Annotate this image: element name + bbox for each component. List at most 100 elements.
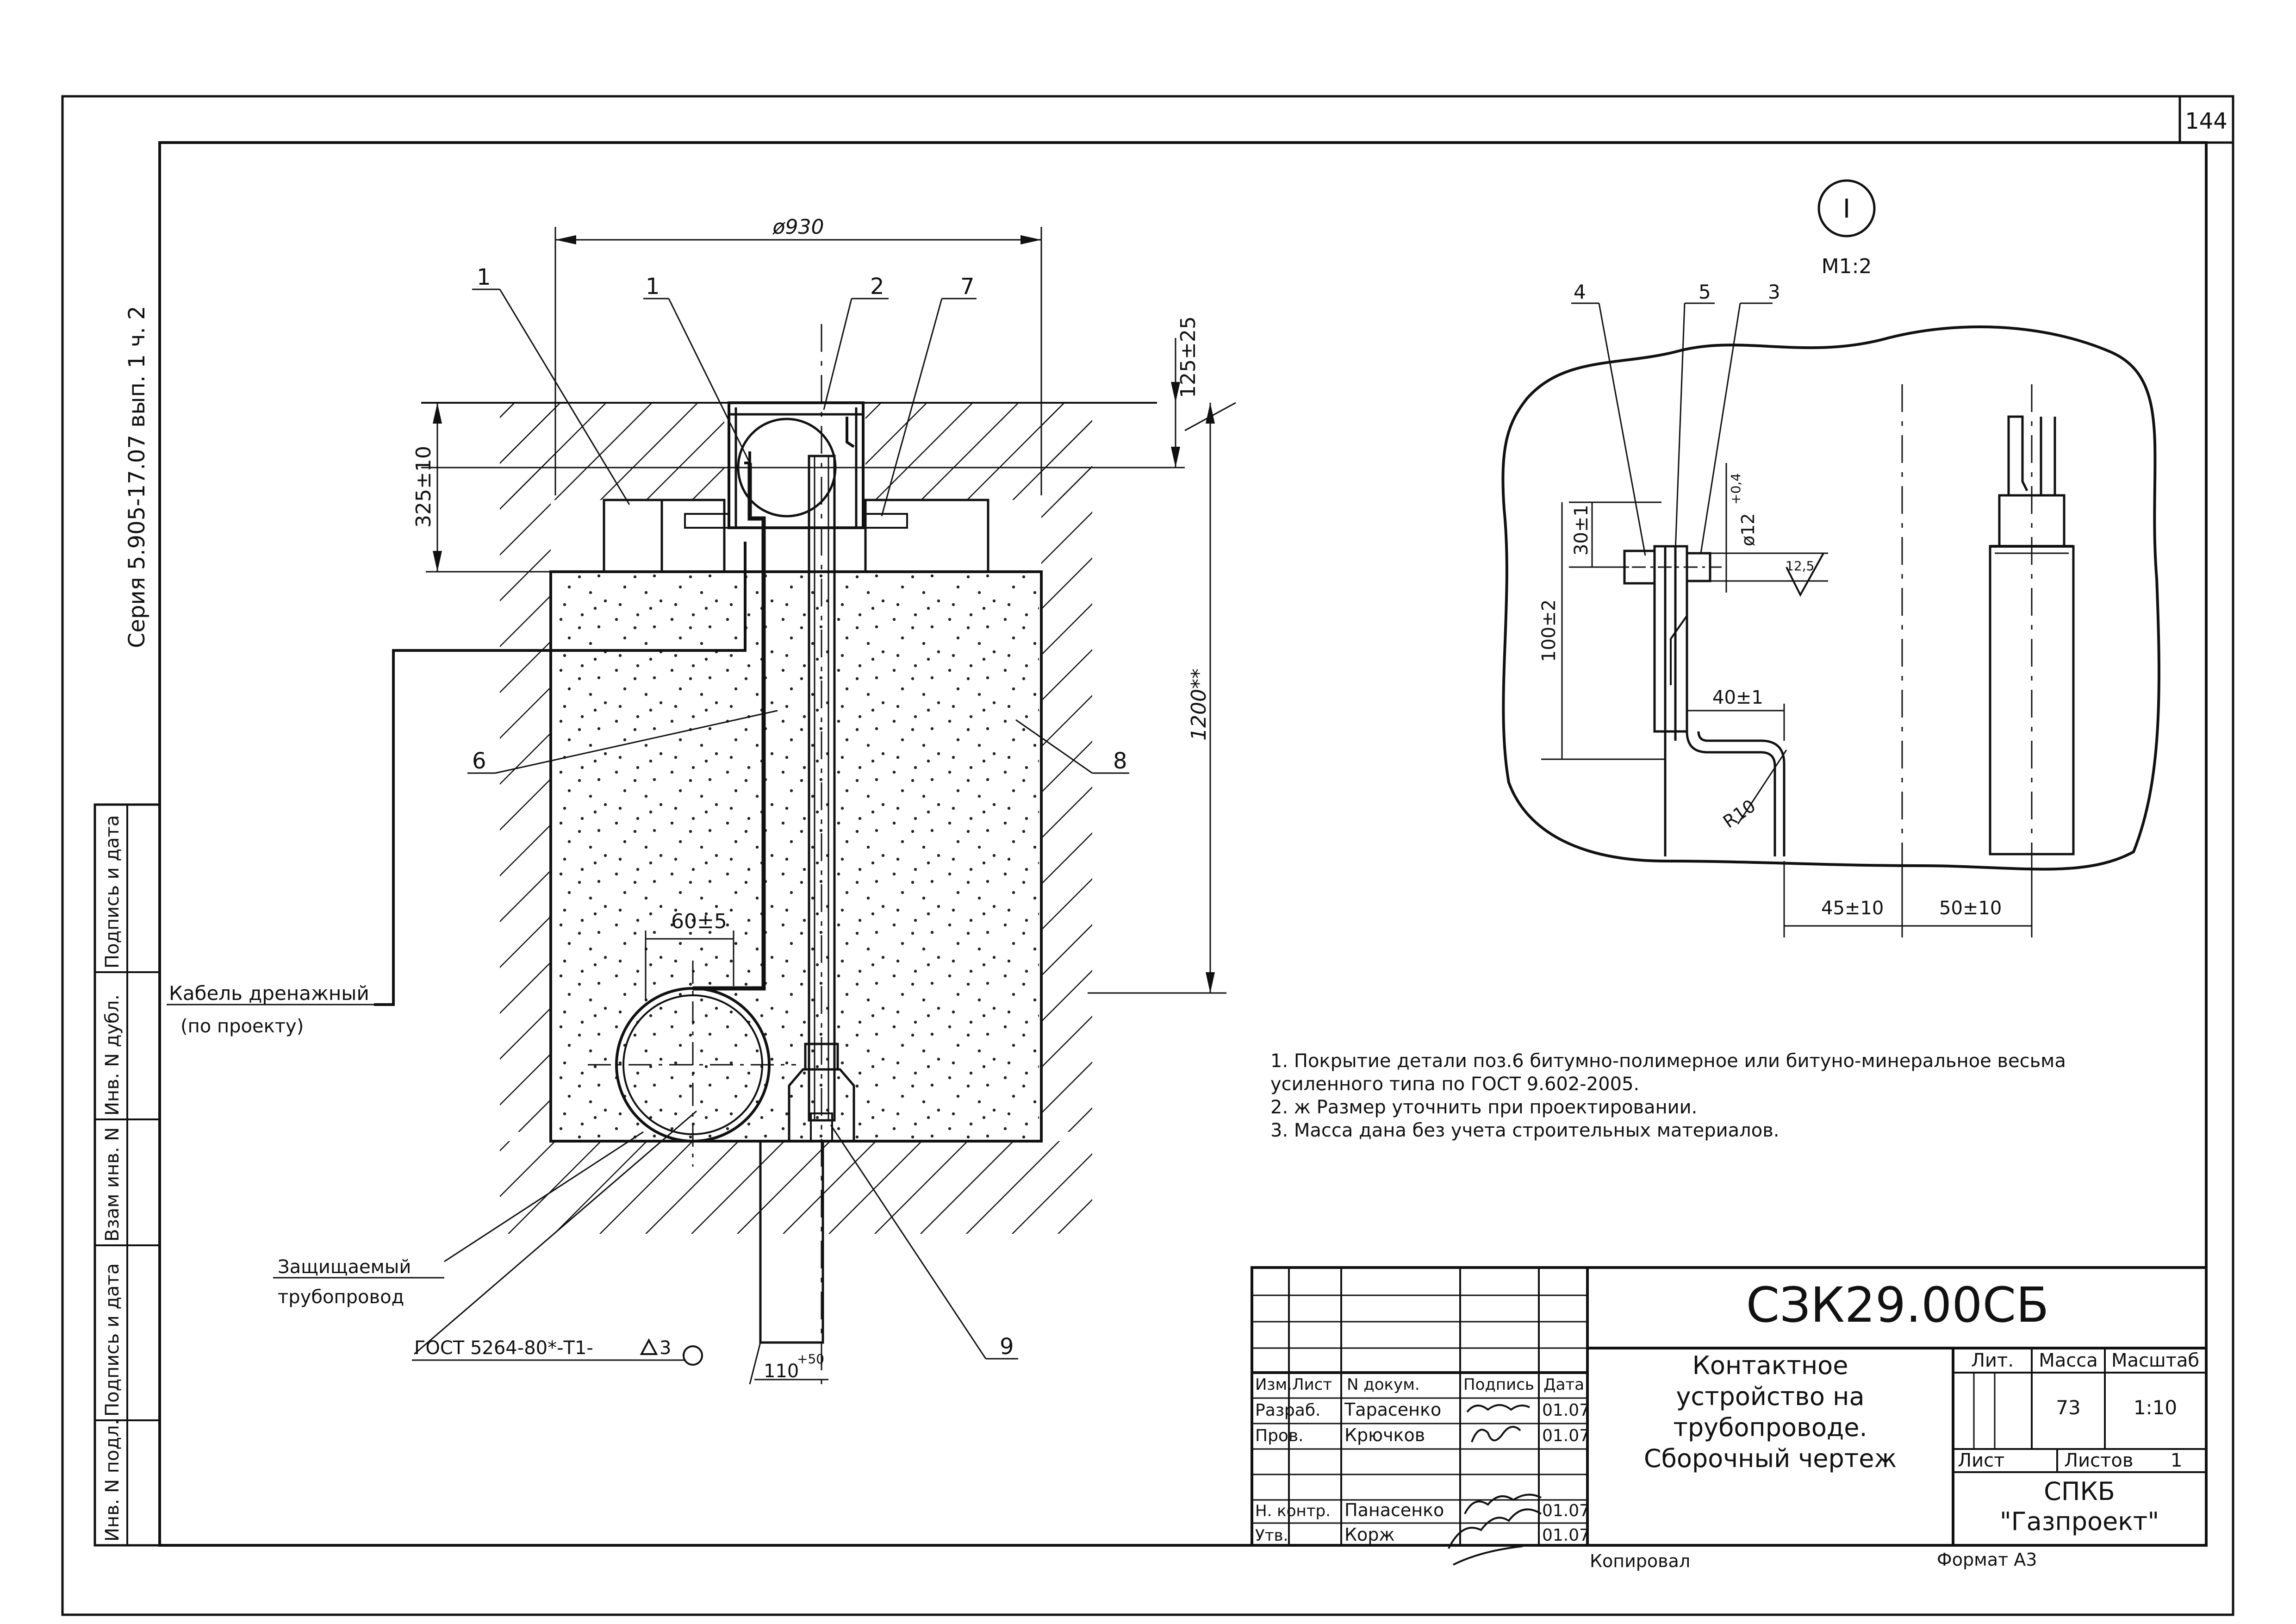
designation: СЗК29.00СБ bbox=[1746, 1277, 2049, 1333]
side-stamp-label: Подпись и дата bbox=[102, 1263, 123, 1417]
soil-left bbox=[500, 403, 551, 1132]
sheets-value: 1 bbox=[2171, 1450, 2182, 1471]
detail-breakout-boundary bbox=[1501, 325, 2160, 871]
side-stamp-label: Инв. N подл. bbox=[102, 1419, 123, 1542]
row-role: Пров. bbox=[1255, 1426, 1304, 1445]
page-number-box bbox=[2178, 95, 2234, 144]
cable-note: (по проекту) bbox=[180, 1016, 304, 1037]
title-line-2: устройство на bbox=[1676, 1382, 1864, 1411]
note-line: 1. Покрытие детали поз.6 битумно-полимер… bbox=[1270, 1050, 2066, 1072]
dim-30: 30±1 bbox=[1571, 505, 1592, 556]
detail-callout-4: 4 bbox=[1574, 281, 1586, 303]
leader-9 bbox=[830, 1124, 987, 1359]
leader-1a bbox=[499, 289, 630, 505]
leader-pipe bbox=[444, 1131, 644, 1262]
general-notes: 1. Покрытие детали поз.6 битумно-полимер… bbox=[1270, 1050, 2066, 1141]
electrode-rod bbox=[808, 455, 836, 1122]
row-role: Разраб. bbox=[1255, 1401, 1320, 1420]
title-line-1: Контактное bbox=[1692, 1351, 1848, 1380]
side-stamp: Инв. N подл. Подпись и дата Взам инв. N … bbox=[93, 803, 161, 1547]
radius-leader bbox=[1737, 750, 1787, 824]
row-name: Корж bbox=[1344, 1524, 1395, 1545]
row-date: 01.07 bbox=[1542, 1426, 1590, 1445]
scale-value: 1:10 bbox=[2134, 1396, 2177, 1419]
detail-leader-4 bbox=[1598, 303, 1646, 556]
side-stamp-label: Подпись и дата bbox=[102, 815, 123, 968]
row-name: Панасенко bbox=[1344, 1500, 1444, 1520]
dim-rod: 110 bbox=[764, 1361, 799, 1382]
series-label: Серия 5.905-17.07 вып. 1 ч. 2 bbox=[124, 306, 150, 648]
dim-depth-top: 325±10 bbox=[412, 446, 436, 528]
row-date: 01.07 bbox=[1542, 1401, 1590, 1420]
pipe-label: Защищаемый bbox=[278, 1256, 411, 1278]
callout-6: 6 bbox=[472, 748, 486, 774]
leader-2 bbox=[823, 298, 852, 410]
detail-callout-3: 3 bbox=[1768, 281, 1780, 303]
row-date: 01.07 bbox=[1542, 1501, 1590, 1520]
org-line-2: "Газпроект" bbox=[2000, 1507, 2159, 1536]
dim-45: 45±10 bbox=[1821, 898, 1884, 919]
detail-leader-5 bbox=[1674, 303, 1686, 551]
dim-cover: 125±25 bbox=[1176, 316, 1200, 398]
page-number: 144 bbox=[2185, 108, 2228, 134]
roughness: 12,5 bbox=[1786, 558, 1814, 574]
weld-marker-circle bbox=[683, 1345, 703, 1366]
soil-top-right bbox=[865, 403, 1092, 500]
leader-8 bbox=[1015, 719, 1093, 774]
dim-50: 50±10 bbox=[1939, 898, 2002, 919]
callout-1a: 1 bbox=[477, 264, 491, 290]
sheet-label: Лист bbox=[1958, 1450, 2004, 1471]
soil-top-left bbox=[500, 403, 724, 500]
dim-diameter: ø930 bbox=[772, 215, 824, 239]
title-line-3: трубопроводе. bbox=[1673, 1413, 1867, 1442]
callout-8: 8 bbox=[1113, 748, 1127, 774]
note-line: 2. ж Размер уточнить при проектировании. bbox=[1270, 1097, 1697, 1118]
note-line: усиленного типа по ГОСТ 9.602-2005. bbox=[1270, 1074, 1639, 1095]
outer-frame bbox=[61, 95, 2234, 1616]
cable-to-label bbox=[374, 542, 747, 1006]
col-header: N докум. bbox=[1347, 1375, 1420, 1394]
detail-leader-3 bbox=[1700, 303, 1741, 554]
callout-7: 7 bbox=[960, 274, 975, 300]
detail-id: I bbox=[1843, 194, 1851, 224]
row-date: 01.07 bbox=[1542, 1526, 1590, 1545]
signature-scribble bbox=[1448, 1508, 1542, 1566]
detail-id-circle bbox=[1817, 179, 1876, 237]
dim-100: 100±2 bbox=[1538, 600, 1560, 662]
main-section-view: ø930 325±10 125±25 1200** 60±5 110 +50 1… bbox=[167, 215, 1236, 1393]
box-lid-left bbox=[684, 513, 730, 529]
row-role: Утв. bbox=[1255, 1526, 1288, 1545]
detail-callout-5: 5 bbox=[1699, 281, 1711, 303]
col-header: Дата bbox=[1543, 1375, 1584, 1394]
box-lid-right bbox=[862, 513, 908, 529]
callout-1b: 1 bbox=[646, 274, 660, 300]
dim-offset: 60±5 bbox=[671, 910, 727, 933]
callout-9: 9 bbox=[1000, 1334, 1014, 1360]
drain-cable bbox=[693, 463, 766, 991]
col-header: Подпись bbox=[1463, 1375, 1534, 1394]
pipe-label-2: трубопровод bbox=[278, 1287, 404, 1308]
row-role: Н. контр. bbox=[1255, 1502, 1331, 1520]
copied-label: Копировал bbox=[1590, 1551, 1690, 1571]
leader-6 bbox=[495, 710, 778, 774]
row-name: Крючков bbox=[1344, 1425, 1425, 1445]
mass-label: Масса bbox=[2039, 1350, 2098, 1371]
electrode-bulb bbox=[788, 1068, 855, 1143]
weld-triangle-icon bbox=[640, 1338, 658, 1355]
detail-plate bbox=[1653, 545, 1688, 733]
org-line-1: СПКБ bbox=[2044, 1477, 2115, 1506]
side-stamp-label: Инв. N дубл. bbox=[102, 994, 123, 1116]
col-header: Лист bbox=[1292, 1375, 1332, 1394]
detail-bracket bbox=[1664, 546, 1677, 856]
col-header: Изм. bbox=[1255, 1375, 1292, 1394]
signature-scribble bbox=[1464, 1493, 1542, 1514]
row-name: Тарасенко bbox=[1344, 1399, 1441, 1420]
sheets-label: Листов bbox=[2064, 1450, 2133, 1471]
roughness-symbol-icon bbox=[1786, 553, 1824, 597]
title-line-4: Сборочный чертеж bbox=[1644, 1444, 1897, 1473]
format-label: Формат А3 bbox=[1937, 1549, 2037, 1570]
detail-scale: М1:2 bbox=[1822, 255, 1872, 278]
mass-value: 73 bbox=[2056, 1396, 2080, 1419]
soil-bottom bbox=[500, 1141, 1092, 1234]
